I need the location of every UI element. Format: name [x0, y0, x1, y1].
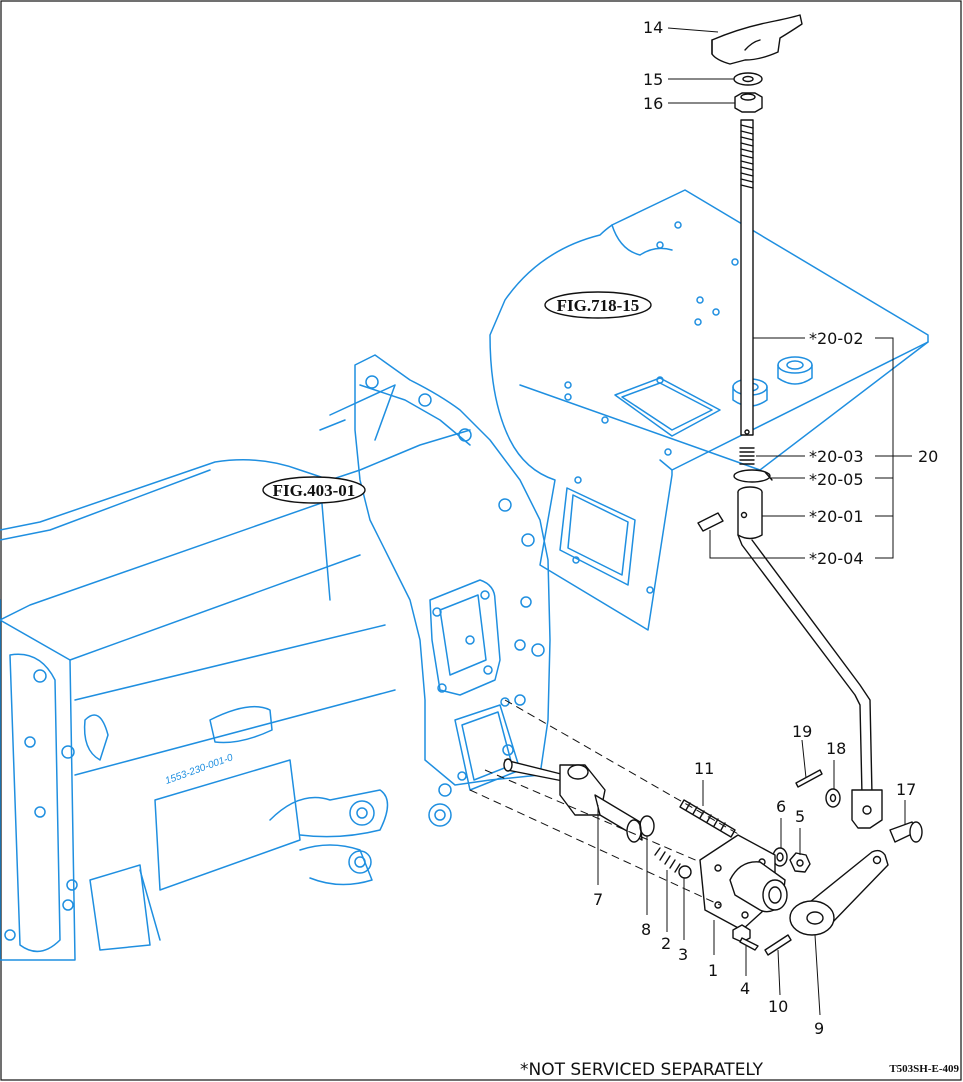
- fig-ref-403-01-label: FIG.403-01: [273, 481, 356, 500]
- part-10-pin: [764, 934, 792, 956]
- callout-20-01: *20-01: [809, 507, 864, 526]
- part-17-clevis-pin: [889, 821, 923, 843]
- callout-11: 11: [694, 759, 714, 778]
- footnote-not-serviced: *NOT SERVICED SEPARATELY: [520, 1060, 764, 1080]
- callout-3: 3: [678, 945, 688, 964]
- part-5-nut: [789, 852, 811, 873]
- transmission-housing-outline: [0, 354, 551, 961]
- part-20-01-lever: [737, 486, 883, 829]
- part-20-02-shift-rod: [740, 119, 754, 436]
- callout-15: 15: [643, 70, 663, 89]
- part-20-04-pin: [697, 512, 724, 532]
- part-16-nut: [734, 92, 763, 113]
- part-20-03-spring: [739, 447, 755, 465]
- casting-mark-text: 1553-230-001-0: [164, 752, 235, 787]
- part-2-spring: [654, 847, 681, 873]
- callout-17: 17: [896, 780, 916, 799]
- callout-20-04: *20-04: [809, 549, 864, 568]
- alignment-lines: [469, 699, 741, 906]
- callout-14: 14: [643, 18, 663, 37]
- fig-ref-718-15[interactable]: FIG.718-15: [544, 291, 652, 319]
- part-3-ball: [678, 865, 692, 879]
- callout-10: 10: [768, 997, 788, 1016]
- callout-6: 6: [776, 797, 786, 816]
- part-8-o-ring: [639, 815, 655, 837]
- callout-20-02: *20-02: [809, 329, 864, 348]
- drawing-id: T503SH-E-409: [889, 1063, 959, 1075]
- callout-20-05: *20-05: [809, 470, 864, 489]
- part-1-shaft-housing: [699, 834, 788, 931]
- fig-ref-718-15-label: FIG.718-15: [557, 296, 640, 315]
- callout-16: 16: [643, 94, 663, 113]
- callout-4: 4: [740, 979, 750, 998]
- leader-lines: [597, 27, 912, 1016]
- fig-ref-403-01[interactable]: FIG.403-01: [262, 476, 366, 504]
- callout-20: 20: [918, 447, 938, 466]
- part-20-05-clip: [733, 469, 773, 483]
- callout-8: 8: [641, 920, 651, 939]
- part-18-washer: [825, 788, 841, 808]
- callout-2: 2: [661, 934, 671, 953]
- part-11-stud: [679, 799, 736, 838]
- callout-5: 5: [795, 807, 805, 826]
- part-14-knob: [711, 14, 803, 65]
- part-4-bolt: [732, 924, 759, 951]
- part-15-washer: [733, 72, 763, 86]
- callout-1: 1: [708, 961, 718, 980]
- callout-9: 9: [814, 1019, 824, 1038]
- part-9-shift-arm: [789, 849, 889, 936]
- part-7-shift-shaft: [503, 758, 643, 843]
- part-19-pin: [795, 769, 823, 788]
- callout-18: 18: [826, 739, 846, 758]
- callout-19: 19: [792, 722, 812, 741]
- callout-7: 7: [593, 890, 603, 909]
- callout-20-03: *20-03: [809, 447, 864, 466]
